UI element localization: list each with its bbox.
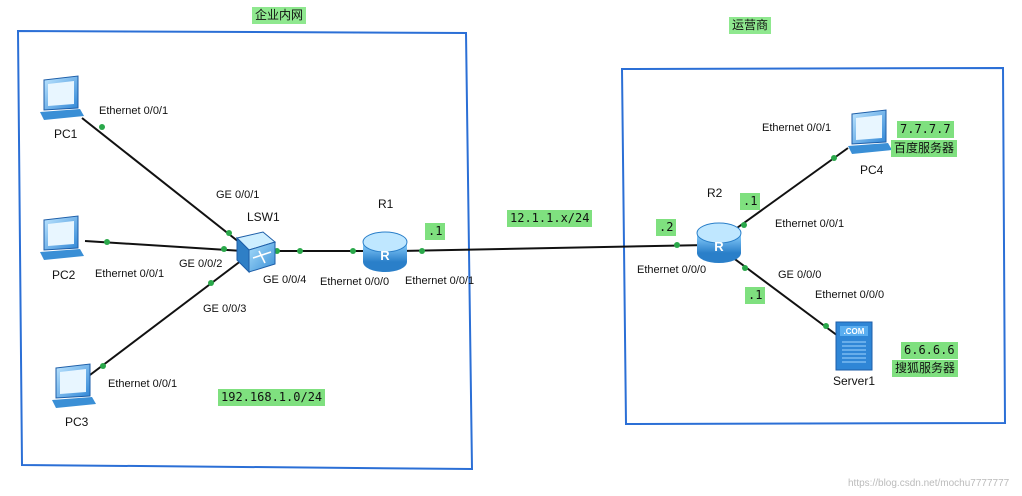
- pc4-label: PC4: [860, 163, 884, 177]
- port-label-pc4-eth: Ethernet 0/0/1: [762, 122, 832, 134]
- port-dot: [208, 280, 214, 286]
- port-label-r1-eth1: Ethernet 0/0/1: [405, 275, 475, 287]
- watermark: https://blog.csdn.net/mochu7777777: [848, 478, 1010, 489]
- port-dot: [99, 124, 105, 130]
- pc4-desc-tag: 百度服务器: [891, 140, 958, 157]
- link-r2-pc4: [729, 147, 849, 234]
- r2-server-ip-tag: .1: [745, 287, 766, 304]
- svg-text:R: R: [380, 248, 390, 263]
- r1-label: R1: [378, 197, 394, 211]
- server-ip-tag: 6.6.6.6: [901, 342, 958, 359]
- server-desc-tag: 搜狐服务器: [892, 360, 959, 377]
- svg-text:R: R: [714, 239, 724, 254]
- wan-subnet-tag: 12.1.1.x/24: [507, 210, 593, 227]
- r2-pc4-ip-tag: .1: [740, 193, 761, 210]
- port-dot: [742, 265, 748, 271]
- port-dot: [226, 230, 232, 236]
- port-label-r2-ge0: GE 0/0/0: [778, 269, 822, 281]
- port-label-pc1-eth: Ethernet 0/0/1: [99, 105, 169, 117]
- port-label-pc3-eth: Ethernet 0/0/1: [108, 378, 178, 390]
- port-label-r2-eth0: Ethernet 0/0/0: [637, 264, 707, 276]
- link-pc3-lsw1: [81, 256, 247, 382]
- port-dot: [674, 242, 680, 248]
- pc-icon[interactable]: [40, 75, 84, 120]
- link-pc2-lsw1: [84, 240, 244, 252]
- pc1-label: PC1: [54, 127, 78, 141]
- port-label-r1-eth0: Ethernet 0/0/0: [320, 276, 390, 288]
- r1-wan-ip-tag: .1: [425, 223, 446, 240]
- link-r1-r2: [399, 244, 709, 252]
- port-label-lsw-ge2: GE 0/0/2: [179, 258, 223, 270]
- r2-label: R2: [707, 186, 723, 200]
- pc3-label: PC3: [65, 415, 89, 429]
- port-dot: [100, 363, 106, 369]
- port-dot: [350, 248, 356, 254]
- pc-icon[interactable]: [848, 109, 892, 154]
- carrier-zone-border: [620, 66, 1007, 426]
- port-dot: [104, 239, 110, 245]
- port-label-pc2-eth: Ethernet 0/0/1: [95, 268, 165, 280]
- port-dot: [741, 222, 747, 228]
- carrier-zone-title: 运营商: [729, 17, 772, 34]
- pc-icon[interactable]: [52, 363, 96, 408]
- switch-icon[interactable]: [236, 231, 277, 274]
- pc-icon[interactable]: [40, 215, 84, 260]
- lsw1-label: LSW1: [247, 210, 280, 224]
- port-label-lsw-ge3: GE 0/0/3: [203, 303, 247, 315]
- port-label-lsw-ge4: GE 0/0/4: [263, 274, 307, 286]
- port-dot: [419, 248, 425, 254]
- port-dot: [823, 323, 829, 329]
- router-icon[interactable]: R: [362, 231, 408, 272]
- enterprise-zone-title: 企业内网: [252, 7, 307, 24]
- enterprise-zone-border: [16, 29, 474, 471]
- port-label-lsw-ge1: GE 0/0/1: [216, 189, 260, 201]
- port-label-server-eth: Ethernet 0/0/0: [815, 289, 885, 301]
- server1-label: Server1: [833, 374, 876, 388]
- port-dot: [221, 246, 227, 252]
- link-pc1-lsw1: [81, 117, 245, 247]
- lan-subnet-tag: 192.168.1.0/24: [218, 389, 326, 406]
- pc2-label: PC2: [52, 268, 76, 282]
- svg-text:.COM: .COM: [844, 327, 865, 336]
- pc4-ip-tag: 7.7.7.7: [897, 121, 954, 138]
- server-icon[interactable]: .COM: [835, 321, 873, 371]
- port-dot: [831, 155, 837, 161]
- port-label-r2-eth1: Ethernet 0/0/1: [775, 218, 845, 230]
- r2-wan-ip-tag: .2: [656, 219, 677, 236]
- router-icon[interactable]: R: [696, 222, 742, 263]
- port-dot: [297, 248, 303, 254]
